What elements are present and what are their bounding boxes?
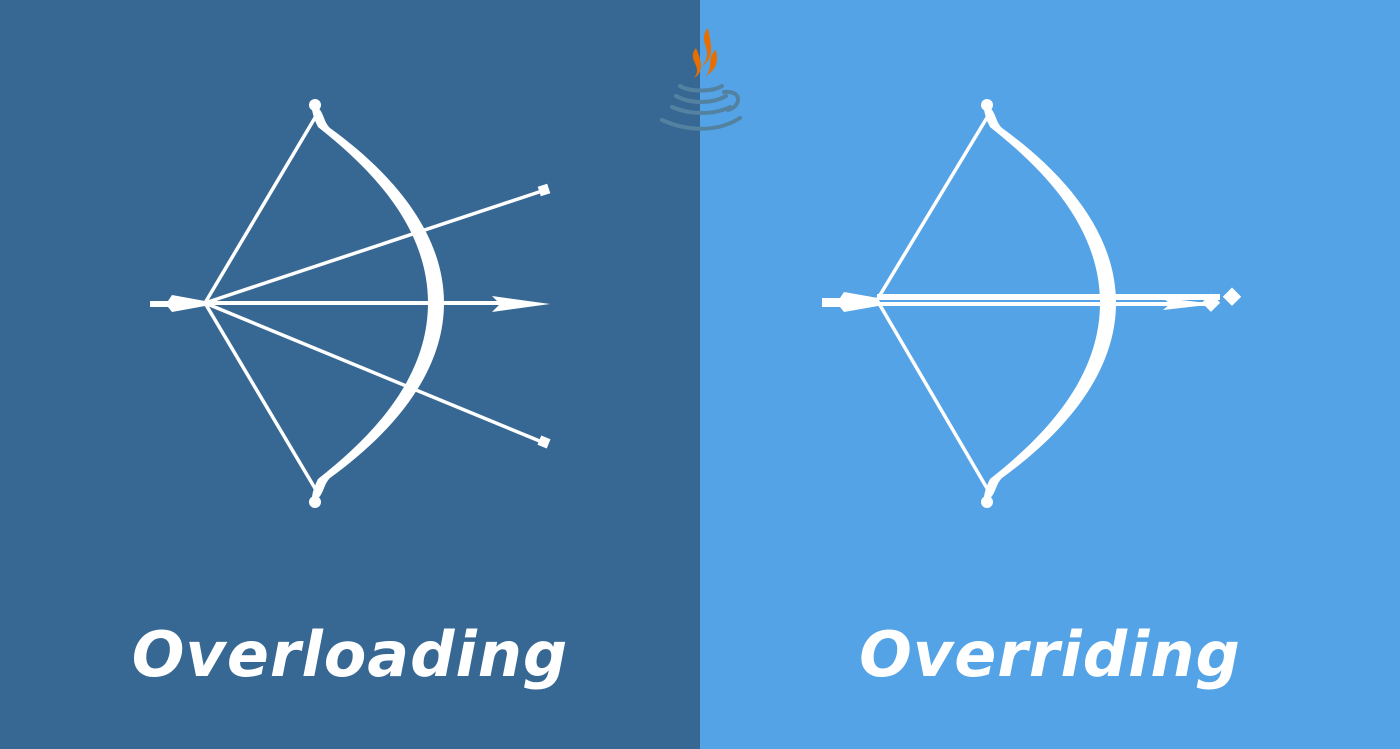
- arrow-upper-tip: [537, 183, 551, 197]
- arrow-fletching: [150, 295, 205, 312]
- arrow-fletching: [822, 292, 878, 312]
- bow-tip-bottom: [309, 496, 321, 508]
- bow-with-double-arrow-icon: [700, 0, 1400, 749]
- arrow-head: [1163, 298, 1216, 310]
- java-flame-back: [702, 28, 712, 66]
- arrow-upper-shaft: [204, 189, 543, 305]
- java-cup-ring-3: [670, 105, 732, 115]
- overloading-panel: Overloading: [0, 0, 700, 749]
- arrow-middle-head: [492, 296, 550, 312]
- java-flame-side: [706, 50, 717, 76]
- arrow-lower-shaft: [204, 301, 543, 444]
- java-flame-front: [692, 48, 701, 78]
- bow-tip-bottom: [981, 496, 993, 508]
- bow-tip-top: [981, 99, 993, 111]
- arrow-tip-diamond-2: [1222, 287, 1242, 306]
- java-cup-logo: [660, 28, 742, 131]
- panel-background: [700, 0, 1400, 749]
- arrow-lower-tip: [537, 435, 551, 449]
- bow-with-three-arrows-icon: [0, 0, 700, 749]
- overriding-caption: Overriding: [859, 618, 1241, 691]
- bow-tip-top: [309, 99, 321, 111]
- java-cup-saucer: [660, 116, 742, 131]
- java-cup-ring-2: [674, 94, 728, 104]
- panel-background: [0, 0, 700, 749]
- java-cup-handle: [722, 89, 740, 112]
- java-cup-ring-1: [678, 84, 724, 93]
- arrow-tip-diamond-1: [1201, 293, 1221, 312]
- overloading-caption: Overloading: [131, 618, 569, 691]
- overriding-panel: Overriding: [700, 0, 1400, 749]
